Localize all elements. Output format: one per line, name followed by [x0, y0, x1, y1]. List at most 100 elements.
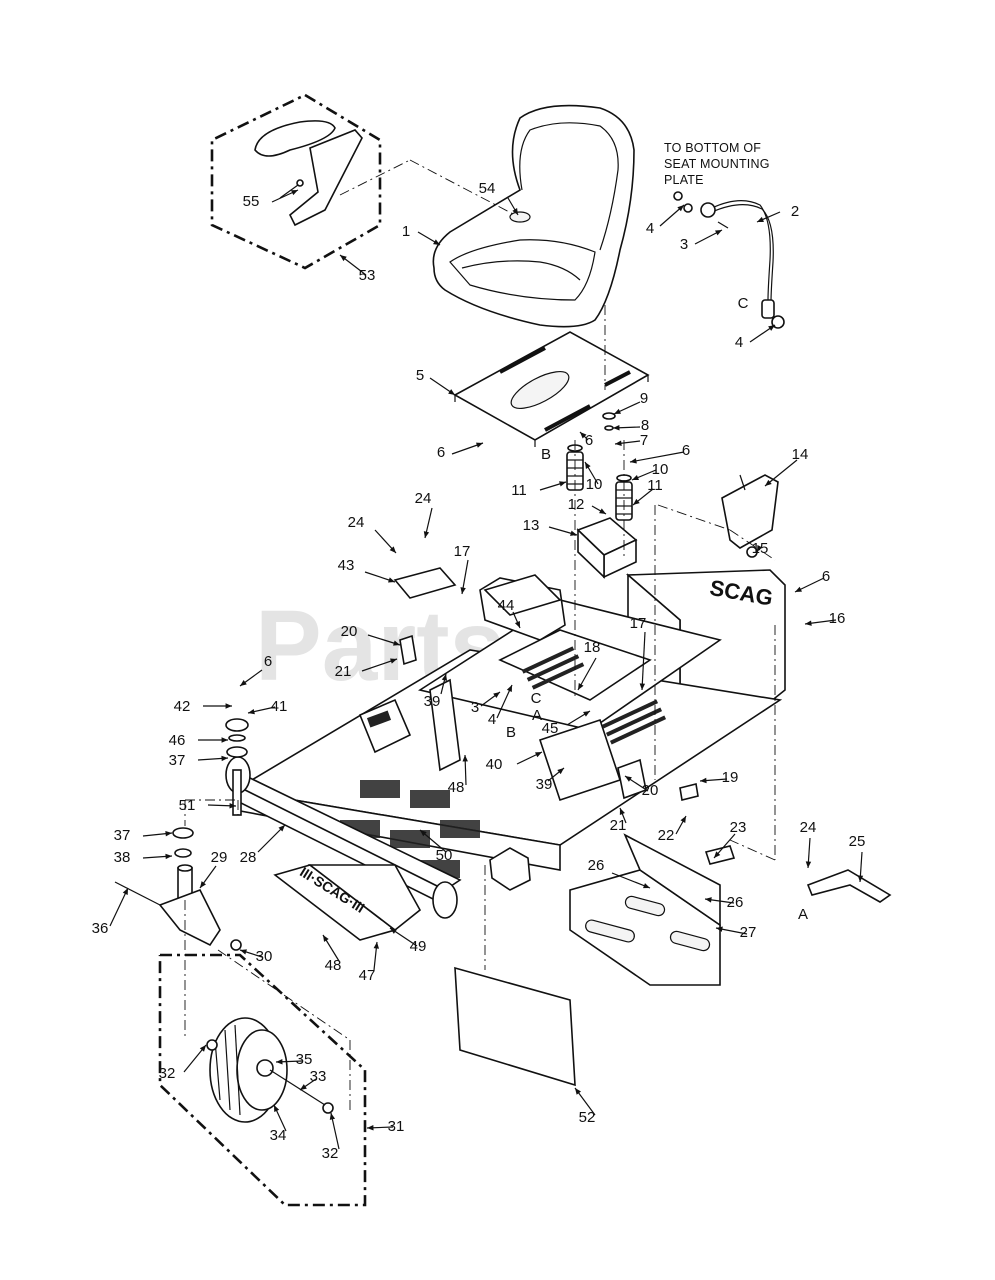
leader-arrowhead — [390, 658, 397, 664]
leader-arrowhead — [240, 949, 247, 955]
leader-arrowhead — [639, 683, 646, 690]
leader-arrowhead — [677, 205, 684, 212]
wheel-kit — [158, 953, 367, 1207]
leader-arrowhead — [578, 683, 584, 690]
leader-arrowhead — [715, 230, 722, 236]
leader-arrowhead — [329, 1113, 336, 1120]
leader-arrowhead — [795, 586, 802, 592]
callout-c37a: 37 — [169, 752, 186, 769]
callout-c47: 47 — [359, 967, 376, 984]
callout-c25: 25 — [849, 833, 866, 850]
callout-c3b: 3 — [471, 699, 479, 716]
harness-note: TO BOTTOM OF SEAT MOUNTING PLATE — [664, 141, 769, 187]
seat-mounting-plate — [453, 331, 650, 447]
callout-c42: 42 — [174, 698, 191, 715]
leader-arrowhead — [575, 1088, 582, 1095]
callout-c39b: 39 — [536, 776, 553, 793]
callout-c12: 12 — [568, 496, 585, 513]
leader-arrowhead — [323, 935, 329, 942]
leader-arrowhead — [122, 888, 128, 895]
leader-arrowhead — [599, 508, 606, 514]
callout-c39a: 39 — [424, 693, 441, 710]
leader-arrowhead — [441, 674, 448, 681]
callout-cAa: A — [532, 707, 542, 724]
callout-c36: 36 — [92, 920, 109, 937]
callout-c53: 53 — [359, 267, 376, 284]
callout-c20a: 20 — [341, 623, 358, 640]
leader-arrowhead — [433, 239, 440, 245]
leader-line — [641, 631, 646, 691]
callout-c48b: 48 — [325, 957, 342, 974]
seat-switch-harness — [673, 191, 785, 329]
leader-arrowhead — [229, 803, 236, 809]
leader-arrowhead — [393, 640, 400, 646]
leader-arrowhead — [705, 897, 712, 903]
leader-arrowhead — [613, 425, 620, 431]
callout-c48a: 48 — [448, 779, 465, 796]
callout-cBb: B — [506, 724, 516, 741]
seat-bracket — [576, 517, 638, 579]
callout-c19: 19 — [722, 769, 739, 786]
tab-25 — [806, 869, 892, 903]
callout-c7: 7 — [640, 432, 648, 449]
leader-arrowhead — [390, 928, 397, 934]
callout-c38: 38 — [114, 849, 131, 866]
callout-c15: 15 — [752, 540, 769, 557]
leader-line — [611, 872, 651, 889]
leader-arrowhead — [278, 825, 285, 832]
callout-c51: 51 — [179, 797, 196, 814]
callout-c45: 45 — [542, 720, 559, 737]
callout-c24a: 24 — [415, 490, 432, 507]
leader-arrowhead — [340, 255, 347, 262]
leader-arrowhead — [420, 830, 427, 837]
panel — [454, 966, 576, 1087]
leader-arrowhead — [630, 458, 637, 464]
callout-c37b: 37 — [114, 827, 131, 844]
callout-c20b: 20 — [642, 782, 659, 799]
callout-c4a: 4 — [646, 220, 654, 237]
callout-c10a: 10 — [586, 476, 603, 493]
callout-c31: 31 — [388, 1118, 405, 1135]
main-frame: SCAG — [225, 569, 786, 919]
leader-arrowhead — [462, 755, 468, 762]
leader-arrowhead — [248, 708, 255, 715]
leader-arrowhead — [700, 777, 707, 784]
callout-c11b: 11 — [647, 477, 663, 494]
leader-arrowhead — [680, 816, 686, 823]
leader-arrowhead — [714, 851, 721, 858]
callout-c16: 16 — [829, 610, 846, 627]
leader-arrowhead — [493, 692, 500, 699]
deck-cover: III·SCAG·III — [273, 864, 422, 941]
leader-arrowhead — [225, 703, 232, 709]
leader-arrowhead — [276, 1059, 283, 1065]
callout-c21b: 21 — [610, 817, 627, 834]
leader-arrowhead — [199, 1045, 206, 1052]
leader-arrowhead — [514, 621, 520, 628]
rear-bracket — [569, 833, 721, 986]
callout-c3a: 3 — [680, 236, 688, 253]
leader-arrowhead — [373, 942, 380, 949]
leader-arrowhead — [615, 440, 622, 446]
leader-arrowhead — [805, 861, 812, 868]
callout-c14: 14 — [792, 446, 809, 463]
callout-c9: 9 — [640, 390, 648, 407]
callout-c21a: 21 — [335, 663, 352, 680]
callout-c4c: 4 — [488, 711, 496, 728]
callout-c6d: 6 — [822, 568, 830, 585]
callout-c26a: 26 — [588, 857, 605, 874]
leader-arrowhead — [765, 479, 772, 486]
callout-c32a: 32 — [159, 1065, 176, 1082]
callout-cCa: C — [738, 295, 749, 312]
callout-c8: 8 — [641, 417, 649, 434]
leader-arrowhead — [274, 1105, 280, 1112]
callout-c10b: 10 — [652, 461, 669, 478]
callout-cAb: A — [798, 906, 808, 923]
leader-line — [109, 887, 129, 927]
callout-c13: 13 — [523, 517, 540, 534]
callout-c46: 46 — [169, 732, 186, 749]
leader-arrowhead — [448, 389, 455, 395]
callout-c22: 22 — [658, 827, 675, 844]
callout-c34: 34 — [270, 1127, 287, 1144]
callout-c27: 27 — [740, 924, 757, 941]
